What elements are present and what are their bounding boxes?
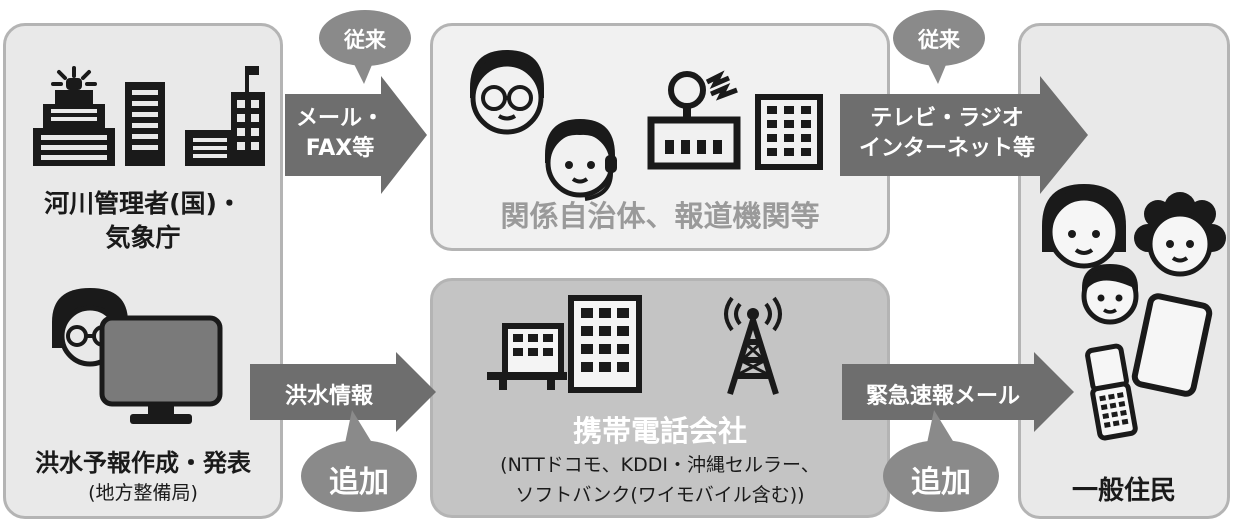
glasses-person-icon: [470, 50, 544, 135]
bubble-conventional-2: [893, 10, 985, 84]
carrier-title: 携帯電話会社: [572, 414, 747, 448]
agency-label-line2: 気象庁: [105, 223, 181, 252]
person-at-monitor-icon: [52, 288, 223, 424]
agency-label: 河川管理者(国)・ 気象庁: [3, 187, 283, 255]
arrow-flood-info: [250, 352, 436, 432]
arrow-tv-radio-line1: テレビ・ラジオ: [870, 106, 1024, 131]
broadcast-station-icon: [647, 70, 741, 170]
arrow-emergency-mail-label: 緊急速報メール: [865, 384, 1020, 409]
arrow-tv-radio-label: テレビ・ラジオ インターネット等: [842, 104, 1052, 164]
middle-top-label: 関係自治体、報道機関等: [500, 199, 820, 233]
bubble-added-2: [883, 410, 999, 512]
operator-person-icon: [545, 119, 617, 201]
bubble-added-1: [301, 410, 417, 512]
carrier-sub2: ソフトバンク(ワイモバイル含む)): [515, 484, 805, 506]
residents-label: 一般住民: [1071, 476, 1176, 506]
bottom-middle-panel: [430, 278, 890, 518]
carrier-sub1: (NTTドコモ、KDDI・沖縄セルラー、: [500, 454, 820, 476]
bubble-added-2-label: 追加: [911, 465, 971, 500]
arrow-mail-fax: [285, 76, 427, 194]
arrow-mail-fax-line2: FAX等: [305, 136, 375, 161]
bubble-added-1-label: 追加: [329, 465, 389, 500]
bubble-conventional-1: [319, 10, 411, 84]
arrow-mail-fax-label: メール・ FAX等: [285, 104, 395, 164]
residents-icon: [1042, 184, 1226, 441]
forecast-label: 洪水予報作成・発表: [35, 449, 251, 477]
government-buildings-icon: [33, 66, 265, 166]
arrow-flood-info-label: 洪水情報: [284, 384, 373, 409]
arrow-emergency-mail: [842, 352, 1074, 432]
arrow-tv-radio-line2: インターネット等: [858, 136, 1035, 161]
arrow-mail-fax-line1: メール・: [295, 106, 384, 131]
cell-tower-icon: [724, 296, 782, 395]
office-building-icon: [755, 94, 823, 170]
arrow-tv-radio: [840, 76, 1088, 194]
forecast-sub: (地方整備局): [88, 482, 198, 504]
company-buildings-icon: [487, 295, 642, 393]
bubble-conventional-2-label: 従来: [918, 28, 960, 52]
bubble-conventional-1-label: 従来: [344, 28, 386, 52]
agency-label-line1: 河川管理者(国)・: [44, 189, 242, 218]
